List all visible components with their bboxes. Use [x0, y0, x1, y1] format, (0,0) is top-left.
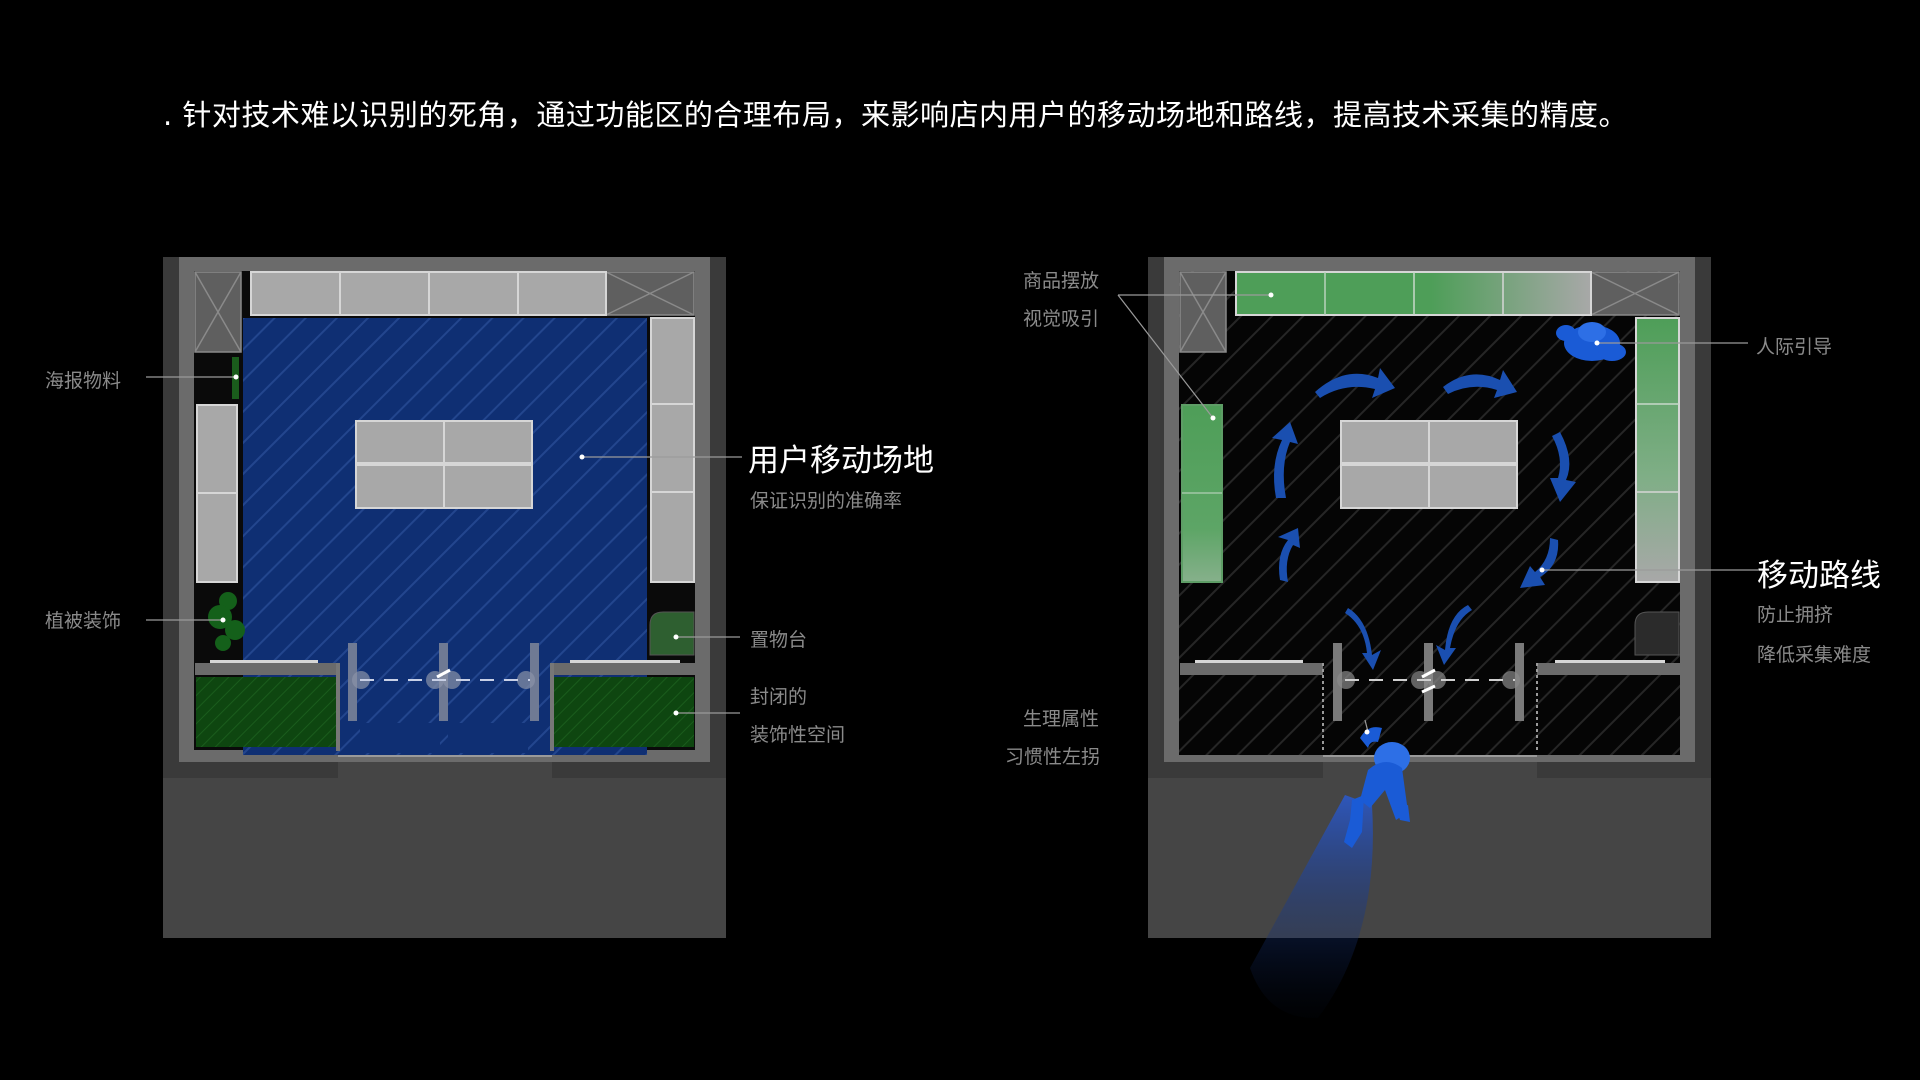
left-display-table — [649, 611, 695, 656]
right-display-table — [1634, 611, 1680, 656]
label-route-sub-1: 防止拥挤 — [1757, 604, 1834, 626]
right-top-shelf-goods — [1235, 271, 1592, 316]
right-corner-box-tr — [1590, 271, 1680, 316]
right-floor-plan — [1117, 257, 1758, 1019]
right-center-table — [1340, 420, 1518, 509]
right-street — [1148, 760, 1711, 938]
route-arrow-6 — [1345, 608, 1381, 670]
left-floor-plan — [146, 257, 742, 938]
right-left-shelf-goods — [1181, 404, 1223, 583]
label-route-sub-2: 降低采集难度 — [1757, 644, 1872, 666]
label-poster: 海报物料 — [45, 370, 122, 392]
route-arrow-2 — [1443, 370, 1517, 398]
label-plants: 植被装饰 — [45, 610, 122, 632]
right-entry-beam — [1250, 795, 1373, 1019]
customer-figure-icon — [1344, 727, 1410, 848]
left-right-shelf — [650, 317, 695, 583]
label-route-title: 移动路线 — [1757, 558, 1881, 594]
right-corner-box-tl — [1179, 271, 1227, 353]
label-people-guide: 人际引导 — [1756, 336, 1833, 358]
route-arrows — [1272, 368, 1576, 670]
left-corner-box-tl — [194, 271, 242, 353]
left-center-table — [355, 420, 533, 509]
route-arrow-5 — [1436, 605, 1472, 665]
route-arrow-3 — [1550, 432, 1576, 502]
right-entrance-gates — [1333, 643, 1524, 721]
left-corner-box-tr — [605, 271, 695, 316]
right-right-shelf — [1635, 317, 1680, 583]
route-arrow-8 — [1272, 422, 1298, 498]
label-habit-1: 生理属性 — [1023, 708, 1100, 730]
label-shelf: 置物台 — [750, 629, 808, 651]
label-movement-area-sub: 保证识别的准确率 — [750, 490, 903, 512]
route-arrow-1 — [1315, 368, 1395, 398]
route-arrow-7 — [1278, 528, 1300, 582]
left-entrance-gates — [348, 643, 539, 753]
page-title: . 针对技术难以识别的死角，通过功能区的合理布局，来影响店内用户的移动场地和路线… — [163, 98, 1628, 132]
left-closed-space-right — [554, 677, 694, 747]
label-movement-area-title: 用户移动场地 — [748, 443, 934, 479]
label-goods-1: 商品摆放 — [1023, 270, 1100, 292]
left-plants — [208, 592, 245, 651]
route-arrow-4 — [1520, 538, 1559, 588]
label-habit-2: 习惯性左拐 — [1005, 746, 1101, 768]
left-closed-space-left — [196, 677, 336, 747]
staff-figure-icon — [1556, 322, 1626, 361]
left-left-shelf — [196, 404, 238, 583]
left-street — [163, 760, 726, 938]
label-closed-space-2: 装饰性空间 — [750, 724, 846, 746]
left-top-shelf — [250, 271, 607, 316]
label-goods-2: 视觉吸引 — [1023, 308, 1100, 330]
label-closed-space-1: 封闭的 — [750, 686, 808, 708]
